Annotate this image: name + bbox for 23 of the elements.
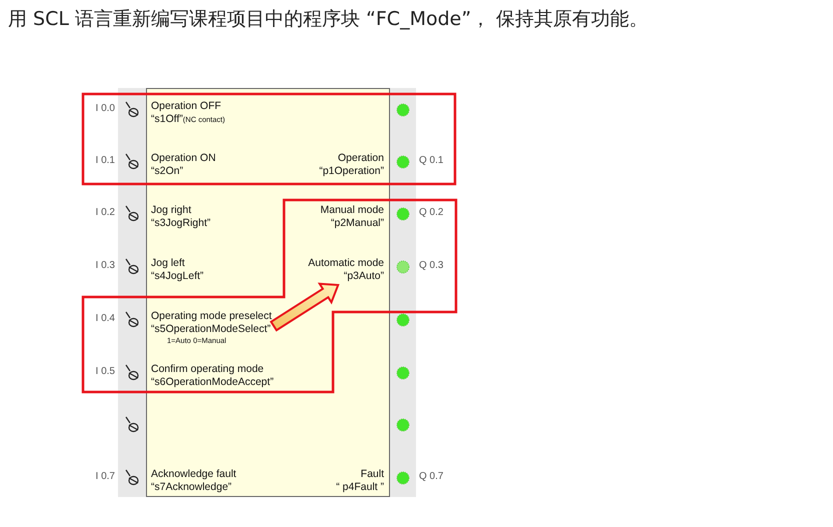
- input-signal-text: Acknowledge fault “s7Acknowledge”: [151, 468, 236, 494]
- input-signal-text: Jog left “s4JogLeft”: [151, 257, 204, 283]
- address-label: I 0.0: [96, 103, 115, 114]
- block-arrow: [270, 282, 340, 332]
- address-label: Q 0.7: [419, 471, 444, 482]
- output-signal-text: Fault “ p4Fault ”: [336, 468, 384, 494]
- address-label: Q 0.1: [419, 155, 444, 166]
- address-label: I 0.4: [96, 313, 115, 324]
- address-label: I 0.2: [96, 207, 115, 218]
- title: 用 SCL 语言重新编写课程项目中的程序块 “FC_Mode”， 保持其原有功能。: [8, 7, 648, 32]
- address-label: Q 0.2: [419, 207, 444, 218]
- address-label: I 0.7: [96, 471, 115, 482]
- input-signal-text: Confirm operating mode “s6OperationModeAccept”: [151, 363, 274, 389]
- address-label: Q 0.3: [419, 260, 444, 271]
- input-signal-text: Operation ON “s2On”: [151, 152, 216, 178]
- output-signal-text: Automatic mode “p3Auto”: [308, 257, 384, 283]
- output-signal-text: Manual mode “p2Manual”: [320, 204, 384, 230]
- output-signal-text: Operation “p1Operation”: [319, 152, 384, 178]
- address-label: I 0.3: [96, 260, 115, 271]
- address-label: I 0.1: [96, 155, 115, 166]
- function-block: [146, 88, 390, 497]
- address-label: I 0.5: [96, 366, 115, 377]
- input-signal-text: Jog right “s3JogRight”: [151, 204, 211, 230]
